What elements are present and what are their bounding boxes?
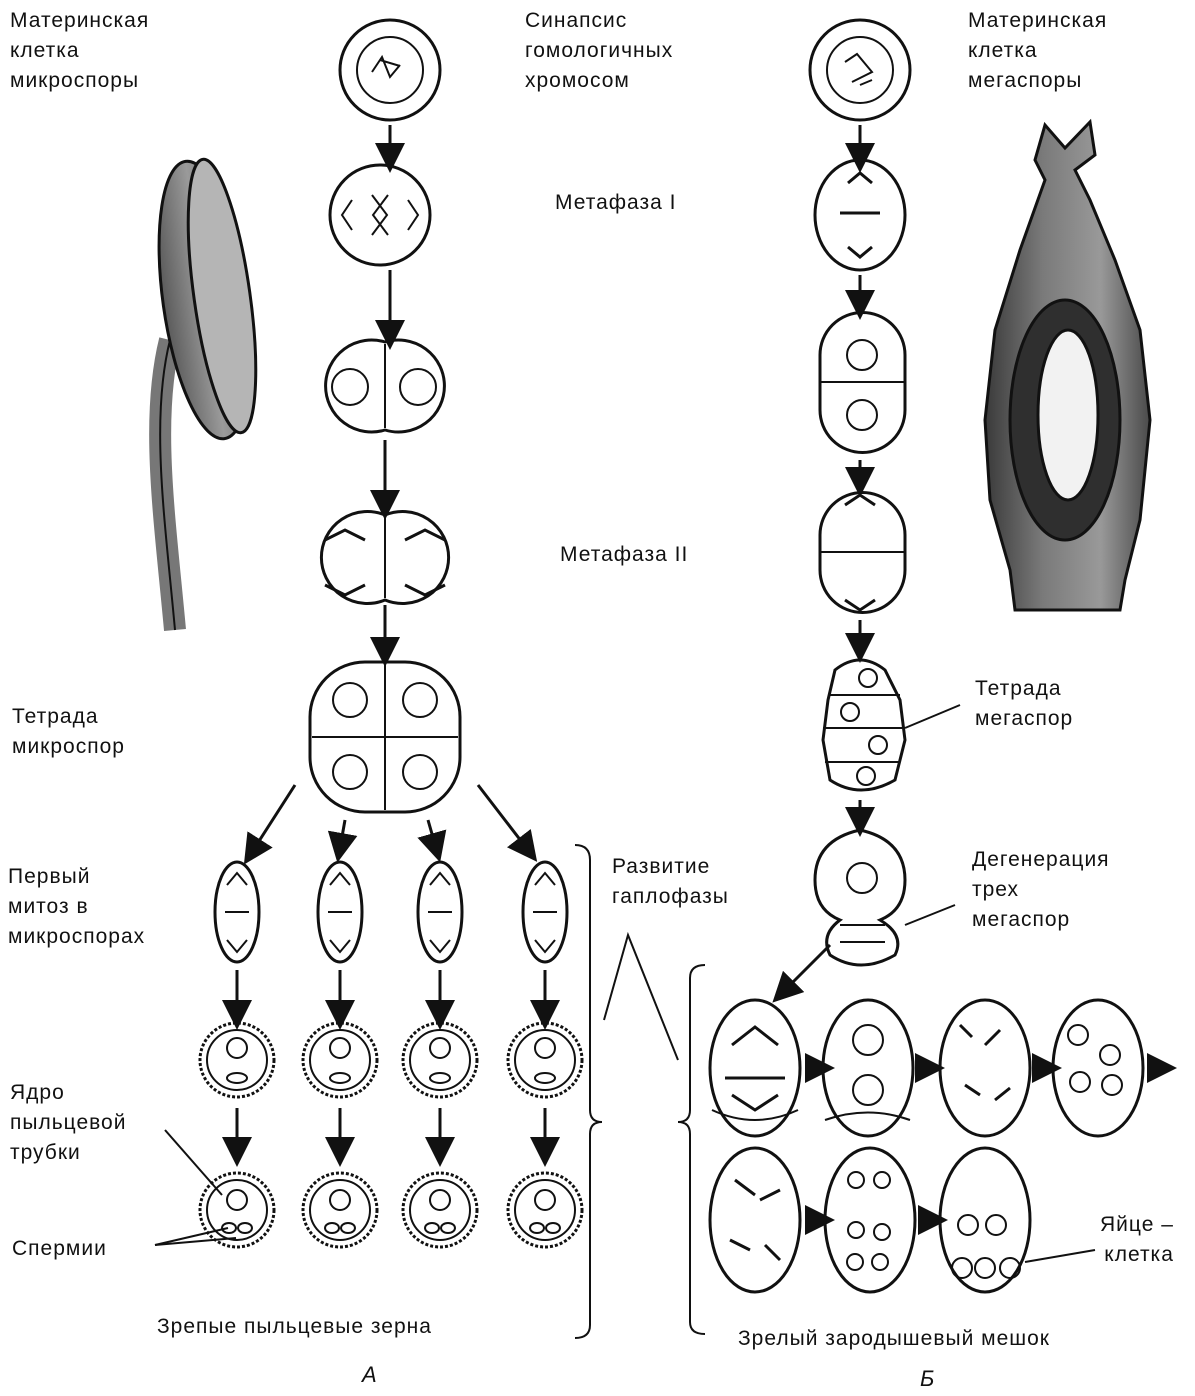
label-sperm: Спермии [12,1234,107,1264]
label-tube-nucleus: Ядро пыльцевой трубки [10,1078,126,1168]
label-metaphase-2: Метафаза II [560,540,688,570]
label-first-mitosis: Первый митоз в микроспорах [8,862,145,952]
label-synapsis: Синапсис гомологичных хромосом [525,6,673,96]
label-mature-embryo-sac: Зрелый зародышевый мешок [738,1324,1050,1354]
haplophase-pointer [604,935,678,1060]
label-megaspore-mother: Материнская клетка мегаспоры [968,6,1107,96]
tube-nucleus-pointer [165,1130,222,1195]
panel-letter-a: А [362,1362,377,1388]
label-microspore-mother: Материнская клетка микроспоры [10,6,149,96]
panel-letter-b: Б [920,1366,934,1392]
embryo-sac-row-2 [710,1148,1095,1292]
label-metaphase-1: Метафаза I [555,188,676,218]
label-mature-pollen: Зрепые пыльцевые зерна [157,1312,432,1342]
haplophase-brace-a [575,845,602,1338]
microspore-column [252,20,528,852]
label-haplophase: Развитие гаплофазы [612,852,729,912]
label-egg-cell: Яйце – клетка [1100,1210,1174,1270]
label-degeneration: Дегенерация трех мегаспор [972,845,1110,935]
label-microspore-tetrad: Тетрада микроспор [12,702,125,762]
label-megaspore-tetrad: Тетрада мегаспор [975,674,1073,734]
microspore-mitosis-row [200,862,582,1247]
embryo-sac-row-1 [710,1000,1162,1136]
megaspore-column [783,20,960,992]
ovule-illustration [985,122,1150,610]
haplophase-brace-b [678,965,705,1334]
stamen-illustration [144,155,269,630]
